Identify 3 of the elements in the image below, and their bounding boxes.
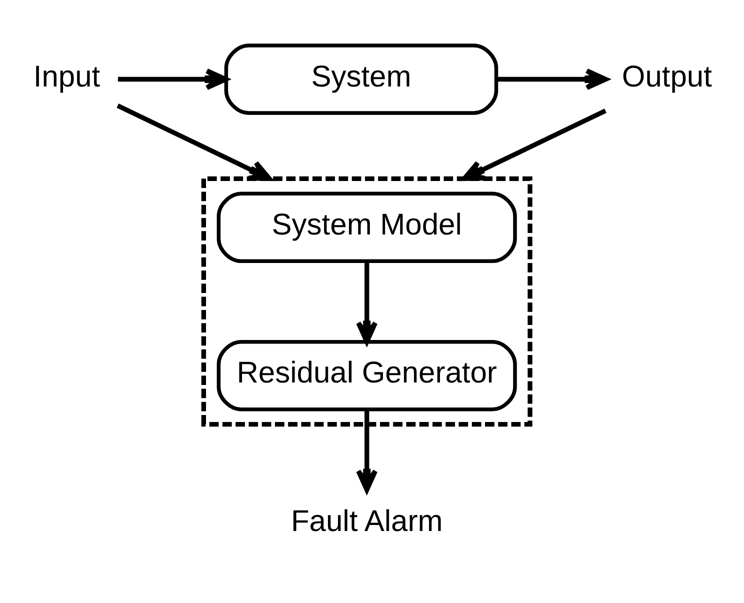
node-text: Input bbox=[33, 60, 100, 94]
node-text: Fault Alarm bbox=[290, 504, 443, 538]
node-text: Output bbox=[622, 60, 712, 94]
